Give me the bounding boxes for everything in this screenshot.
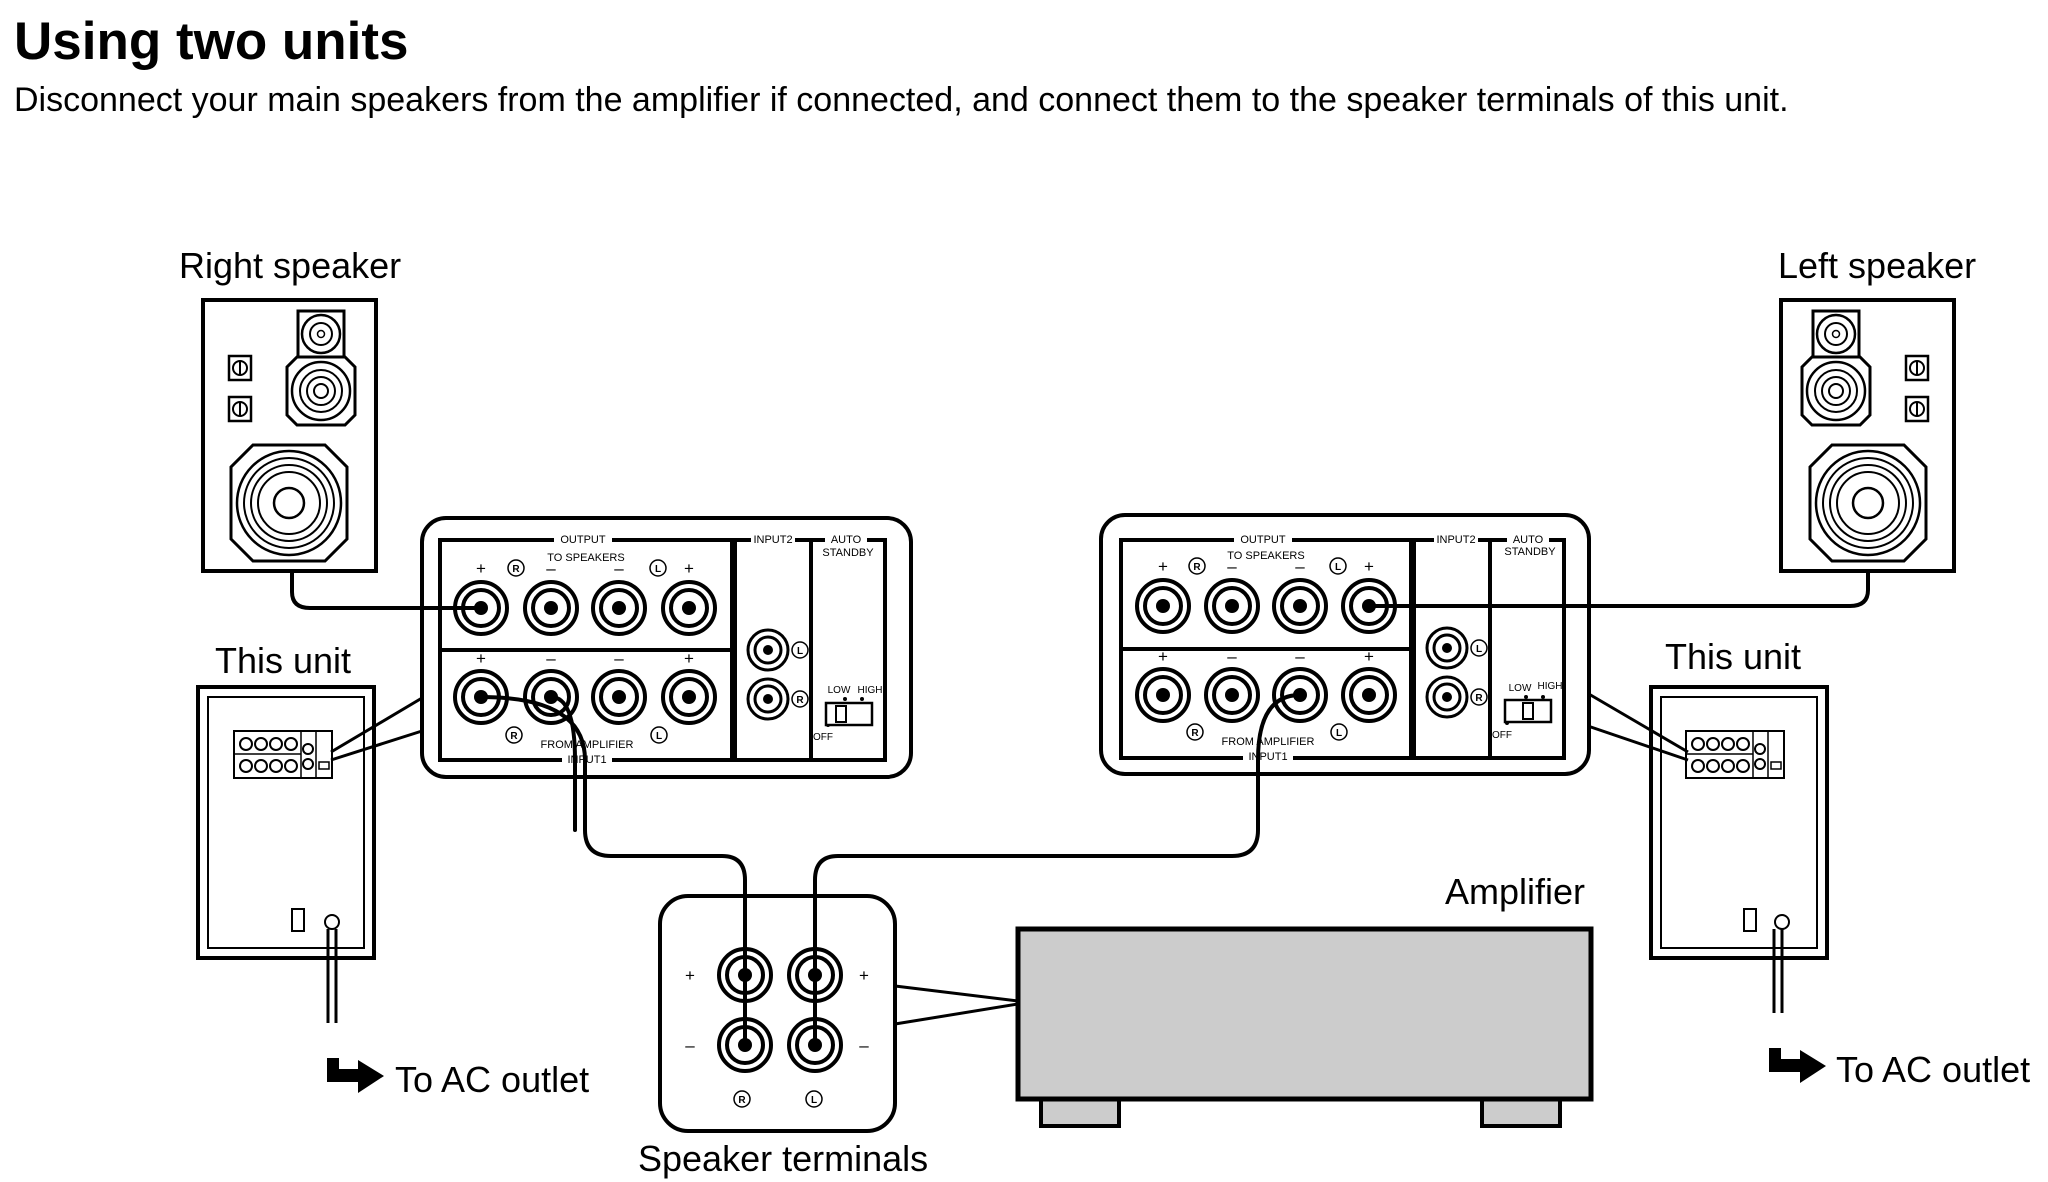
panel-right-low: LOW xyxy=(1509,683,1532,694)
speaker-wires xyxy=(290,569,1870,1047)
panel-right-minus-3: – xyxy=(1227,647,1237,666)
panel-left-minus-3: – xyxy=(546,649,556,668)
panel-right-r-badge-top: R xyxy=(1193,562,1201,573)
this-unit-left-label: This unit xyxy=(215,640,351,681)
power-cord-left xyxy=(326,929,338,1023)
terminals-minus-right: – xyxy=(859,1036,869,1055)
panel-right-auto: AUTO xyxy=(1513,534,1544,546)
panel-right-standby: STANDBY xyxy=(1504,546,1556,558)
panel-right-plus-2: + xyxy=(1364,557,1374,576)
right-speaker xyxy=(201,298,378,573)
arrow-left-icon xyxy=(327,1058,384,1093)
panel-right-input2: INPUT2 xyxy=(1436,534,1475,546)
panel-right-to-speakers: TO SPEAKERS xyxy=(1227,550,1304,562)
panel-left-standby-switch xyxy=(824,701,874,727)
panel-left-r-badge-bottom: R xyxy=(510,731,518,742)
terminals-minus-left: – xyxy=(685,1036,695,1055)
panel-left-plus-4: + xyxy=(684,649,694,668)
panel-left-minus-4: – xyxy=(614,649,624,668)
this-unit-right-label: This unit xyxy=(1665,636,1801,677)
panel-left-rca-r: R xyxy=(796,695,804,706)
panel-left-rca-l: L xyxy=(797,646,803,657)
speaker-terminals-label: Speaker terminals xyxy=(638,1138,928,1179)
panel-left-minus-1: – xyxy=(546,559,556,578)
panel-right-r-badge-bottom: R xyxy=(1191,728,1199,739)
panel-right-plus-4: + xyxy=(1364,647,1374,666)
terminals-plus-right: + xyxy=(859,966,869,985)
panel-left-input2: INPUT2 xyxy=(753,534,792,546)
panel-right-minus-2: – xyxy=(1295,557,1305,576)
amplifier-label: Amplifier xyxy=(1445,871,1585,912)
panel-left-auto: AUTO xyxy=(831,534,862,546)
this-unit-right xyxy=(1581,685,1829,960)
panel-left-output: OUTPUT xyxy=(560,534,606,546)
amplifier xyxy=(1015,926,1594,1128)
panel-right-output: OUTPUT xyxy=(1240,534,1286,546)
arrow-right-icon xyxy=(1769,1048,1826,1083)
panel-right-off: OFF xyxy=(1492,730,1512,741)
terminals-l-badge: L xyxy=(811,1095,817,1106)
panel-left-plus-3: + xyxy=(476,649,486,668)
power-cord-right xyxy=(1772,929,1784,1013)
panel-left-plus-1: + xyxy=(476,559,486,578)
page-title: Using two units xyxy=(14,12,409,71)
panel-left-r-badge-top: R xyxy=(512,564,520,575)
panel-left-high: HIGH xyxy=(858,685,883,696)
panel-left-minus-2: – xyxy=(614,559,624,578)
panel-right: OUTPUT TO SPEAKERS INPUT2 AUTO STANDBY +… xyxy=(1099,513,1591,776)
left-speaker xyxy=(1779,298,1956,573)
panel-right-from-amplifier: FROM AMPLIFIER xyxy=(1222,736,1315,748)
terminals-r-badge: R xyxy=(738,1095,746,1106)
panel-left-to-speakers: TO SPEAKERS xyxy=(547,552,624,564)
panel-left-low: LOW xyxy=(828,685,851,696)
terminals-plus-left: + xyxy=(685,966,695,985)
panel-right-minus-1: – xyxy=(1227,557,1237,576)
left-speaker-label: Left speaker xyxy=(1778,245,1976,286)
panel-left-off: OFF xyxy=(813,732,833,743)
panel-left-l-badge-top: L xyxy=(655,564,661,575)
panel-right-input1: INPUT1 xyxy=(1248,751,1287,763)
panel-right-l-badge-top: L xyxy=(1335,562,1341,573)
panel-right-high: HIGH xyxy=(1538,681,1563,692)
panel-right-plus-3: + xyxy=(1158,647,1168,666)
panel-right-plus-1: + xyxy=(1158,557,1168,576)
page-subtitle: Disconnect your main speakers from the a… xyxy=(14,81,1789,119)
panel-left-l-badge-bottom: L xyxy=(656,731,662,742)
panel-right-rca-l: L xyxy=(1476,644,1482,655)
ac-outlet-right-label: To AC outlet xyxy=(1836,1049,2030,1090)
panel-right-minus-4: – xyxy=(1295,647,1305,666)
panel-right-rca-r: R xyxy=(1475,693,1483,704)
panel-left: OUTPUT TO SPEAKERS INPUT2 AUTO STANDBY +… xyxy=(420,516,913,779)
panel-left-from-amplifier: FROM AMPLIFIER xyxy=(541,739,634,751)
panel-left-plus-2: + xyxy=(684,559,694,578)
panel-left-standby: STANDBY xyxy=(822,547,874,559)
ac-outlet-left-label: To AC outlet xyxy=(395,1059,589,1100)
right-speaker-label: Right speaker xyxy=(179,245,401,286)
panel-right-l-badge-bottom: L xyxy=(1336,728,1342,739)
this-unit-left xyxy=(196,685,423,960)
speaker-terminals: + + – – R L xyxy=(658,894,1019,1133)
